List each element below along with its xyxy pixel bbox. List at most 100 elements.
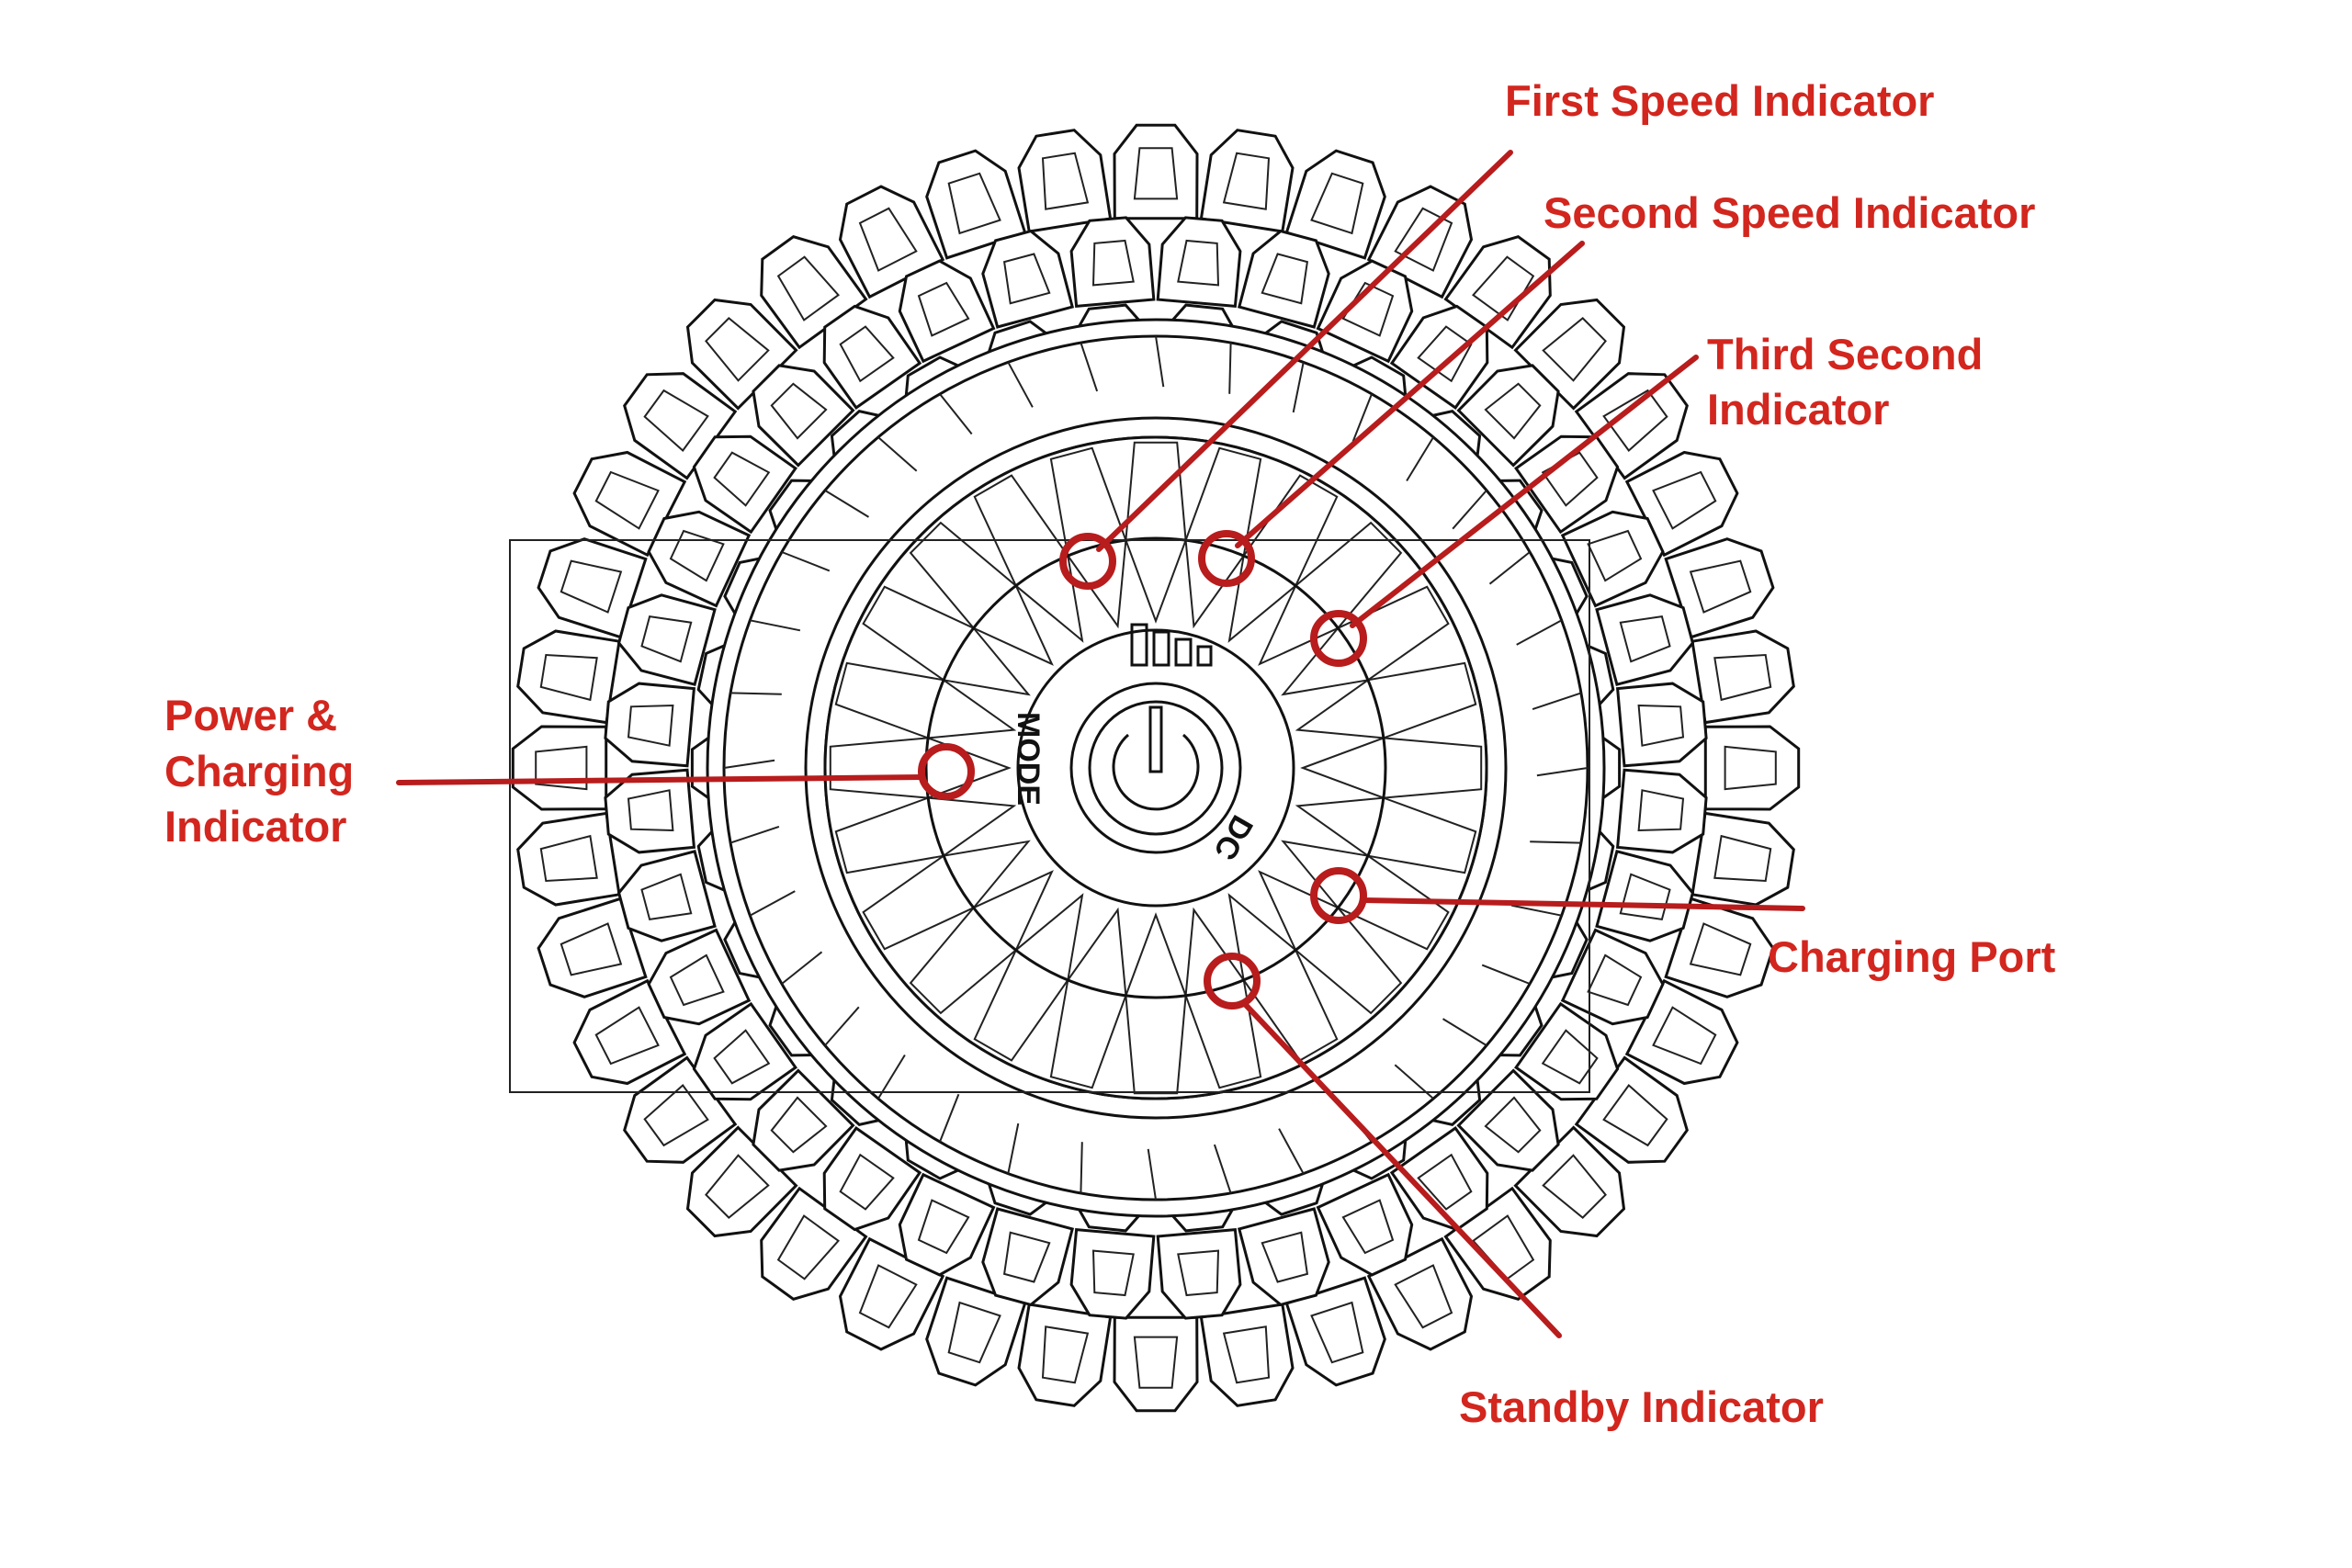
inner-facet <box>909 870 1054 1015</box>
inner-facet <box>1300 737 1483 799</box>
inner-facet <box>1281 585 1450 696</box>
knob-facet <box>917 281 970 337</box>
spike-knob <box>616 593 717 687</box>
spike-knob <box>1624 978 1739 1086</box>
knob-facet <box>1394 207 1453 272</box>
spike-knob <box>604 768 696 854</box>
spike-knob <box>1574 372 1689 480</box>
spike-knob <box>1199 129 1295 233</box>
label-third-speed-line2: Indicator <box>1707 385 1889 434</box>
knob-facet <box>1091 1249 1135 1297</box>
spike-knob <box>925 1276 1027 1387</box>
label-power-line1: Power & <box>164 691 337 739</box>
knob-facet <box>1002 1231 1051 1283</box>
callout-second-speed: Second Speed Indicator <box>1198 188 2035 587</box>
ring-spike <box>729 825 780 844</box>
knob-facet <box>640 615 693 663</box>
ring-spike <box>1080 1142 1083 1193</box>
knob-facet <box>1484 1096 1542 1154</box>
spike-knob <box>572 978 687 1086</box>
ring-spike <box>824 490 870 518</box>
spike-knob <box>752 364 855 468</box>
inner-facet <box>1125 912 1187 1095</box>
ring-spike <box>877 436 918 472</box>
inner-facet <box>1281 840 1450 951</box>
spike-knob <box>1316 1172 1414 1277</box>
spike-knob <box>898 1172 996 1277</box>
spike-knob <box>1615 768 1708 854</box>
knob-facet <box>1602 1084 1668 1147</box>
spike-knob <box>1514 1001 1620 1101</box>
knob-facet <box>1133 1336 1179 1389</box>
inner-facet <box>1125 441 1187 624</box>
knob-facet <box>1689 559 1752 614</box>
knob-facet <box>535 745 588 791</box>
knob-facet <box>1261 253 1309 305</box>
spike-knob <box>1017 1303 1113 1407</box>
spike-knob <box>822 1126 922 1232</box>
ring-spike <box>1536 767 1589 777</box>
inner-facet <box>973 893 1084 1062</box>
knob-facet <box>560 922 623 976</box>
spike-knob <box>1595 593 1695 687</box>
spike-knob <box>838 185 945 299</box>
knob-facet <box>776 255 840 321</box>
knob-facet <box>705 317 770 382</box>
knob-facet <box>1091 239 1135 287</box>
knob-facet <box>539 653 598 702</box>
knob-facet <box>669 529 725 582</box>
knob-facet <box>1002 253 1051 305</box>
knob-facet <box>947 1301 1001 1364</box>
ring-spike <box>824 1006 860 1046</box>
spike-knob <box>623 372 738 480</box>
ring-band <box>804 416 1508 1120</box>
inner-facet <box>1227 893 1339 1062</box>
spike-knob <box>1156 216 1242 309</box>
knob-facet <box>1619 615 1671 663</box>
power-button-icon <box>1016 628 1295 908</box>
knob-facet <box>1713 653 1772 702</box>
knob-facet <box>1541 1029 1599 1085</box>
spike-knob <box>1690 811 1795 907</box>
knob-facet <box>1177 239 1220 287</box>
ring-spike <box>1213 1144 1232 1194</box>
knob-facet <box>627 789 674 832</box>
spike-knob <box>604 682 696 768</box>
spike-knob <box>572 450 687 558</box>
spike-knob <box>981 229 1075 329</box>
ring-spike <box>1530 840 1581 844</box>
ring-spike <box>1292 362 1305 413</box>
spike-knob <box>1366 1236 1474 1351</box>
knob-facet <box>1041 152 1090 210</box>
spike-knob <box>1316 259 1414 364</box>
ring-spike <box>1510 904 1562 917</box>
knob-facet <box>1689 922 1752 976</box>
ring-spike <box>749 890 796 917</box>
knob-facet <box>640 873 693 921</box>
knob-facet <box>1310 172 1364 235</box>
callout-charging-port: Charging Port <box>1310 867 2056 981</box>
spike-knob <box>647 928 752 1026</box>
label-first-speed-indicator: First Speed Indicator <box>1505 76 1934 125</box>
spike-knob <box>685 298 798 411</box>
spike-knob <box>1156 1227 1242 1320</box>
inner-facet <box>862 840 1031 951</box>
knob-facet <box>643 1084 709 1147</box>
knob-facet <box>1587 953 1643 1007</box>
knob-facet <box>1652 1006 1717 1066</box>
knob-facet <box>1417 1153 1473 1211</box>
ring-spike <box>723 759 775 769</box>
knob-facet <box>1724 745 1777 791</box>
spike-knob <box>1456 1068 1560 1172</box>
inner-facet <box>1258 521 1403 666</box>
spike-knob <box>1615 682 1708 768</box>
spike-knob <box>616 849 717 942</box>
callout-third-speed: Third Second Indicator <box>1310 330 1983 667</box>
spike-knob <box>1560 510 1665 608</box>
knob-facet <box>594 1006 660 1066</box>
ring-spike <box>1278 1128 1305 1175</box>
spike-knob <box>516 811 621 907</box>
ring-spike <box>1516 619 1563 646</box>
knob-facet <box>1542 1154 1607 1219</box>
knob-facet <box>1637 789 1685 832</box>
